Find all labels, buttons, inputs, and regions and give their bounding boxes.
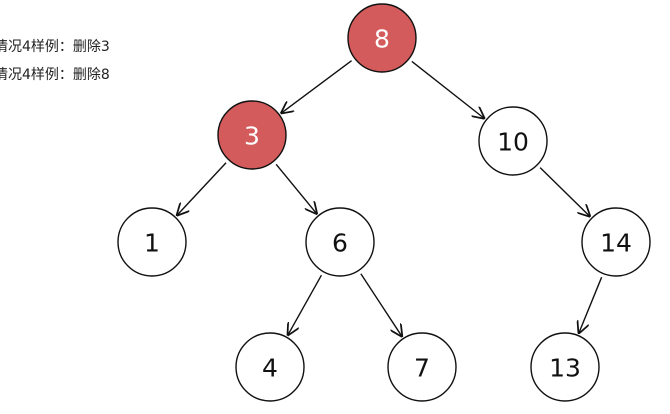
node-label: 1 xyxy=(144,229,160,258)
node-circle xyxy=(217,100,287,170)
edge-n3-n6 xyxy=(275,163,316,213)
caption-delete-3: 情况4样例：删除3 xyxy=(0,39,110,55)
node-circle xyxy=(305,207,375,277)
node-circle xyxy=(581,207,651,277)
node-circle xyxy=(387,332,457,402)
edge-n14-n13 xyxy=(579,276,603,333)
edge-n8-n3 xyxy=(282,60,352,113)
node-circle xyxy=(235,332,305,402)
node-label: 3 xyxy=(244,122,260,151)
node-circle xyxy=(478,106,548,176)
node-circle xyxy=(117,207,187,277)
tree-node-3: 3 xyxy=(217,100,287,170)
tree-node-4: 4 xyxy=(235,332,305,402)
edge-n8-n10 xyxy=(411,60,484,118)
node-label: 4 xyxy=(262,354,278,383)
edge-n6-n7 xyxy=(360,273,402,336)
edge-n6-n4 xyxy=(288,274,323,335)
node-label: 10 xyxy=(497,128,529,157)
edge-n10-n14 xyxy=(539,167,589,216)
node-label: 14 xyxy=(600,229,632,258)
tree-node-10: 10 xyxy=(478,106,548,176)
caption-delete-8: 情况4样例：删除8 xyxy=(0,67,110,83)
tree-node-6: 6 xyxy=(305,207,375,277)
tree-node-14: 14 xyxy=(581,207,651,277)
tree-node-7: 7 xyxy=(387,332,457,402)
node-label: 6 xyxy=(332,229,348,258)
node-circle xyxy=(347,3,417,73)
node-label: 8 xyxy=(374,25,390,54)
node-label: 13 xyxy=(549,354,581,383)
tree-node-8: 8 xyxy=(347,3,417,73)
tree-node-1: 1 xyxy=(117,207,187,277)
node-label: 7 xyxy=(414,354,430,383)
edge-n3-n1 xyxy=(177,162,227,215)
tree-node-13: 13 xyxy=(530,332,600,402)
node-circle xyxy=(530,332,600,402)
